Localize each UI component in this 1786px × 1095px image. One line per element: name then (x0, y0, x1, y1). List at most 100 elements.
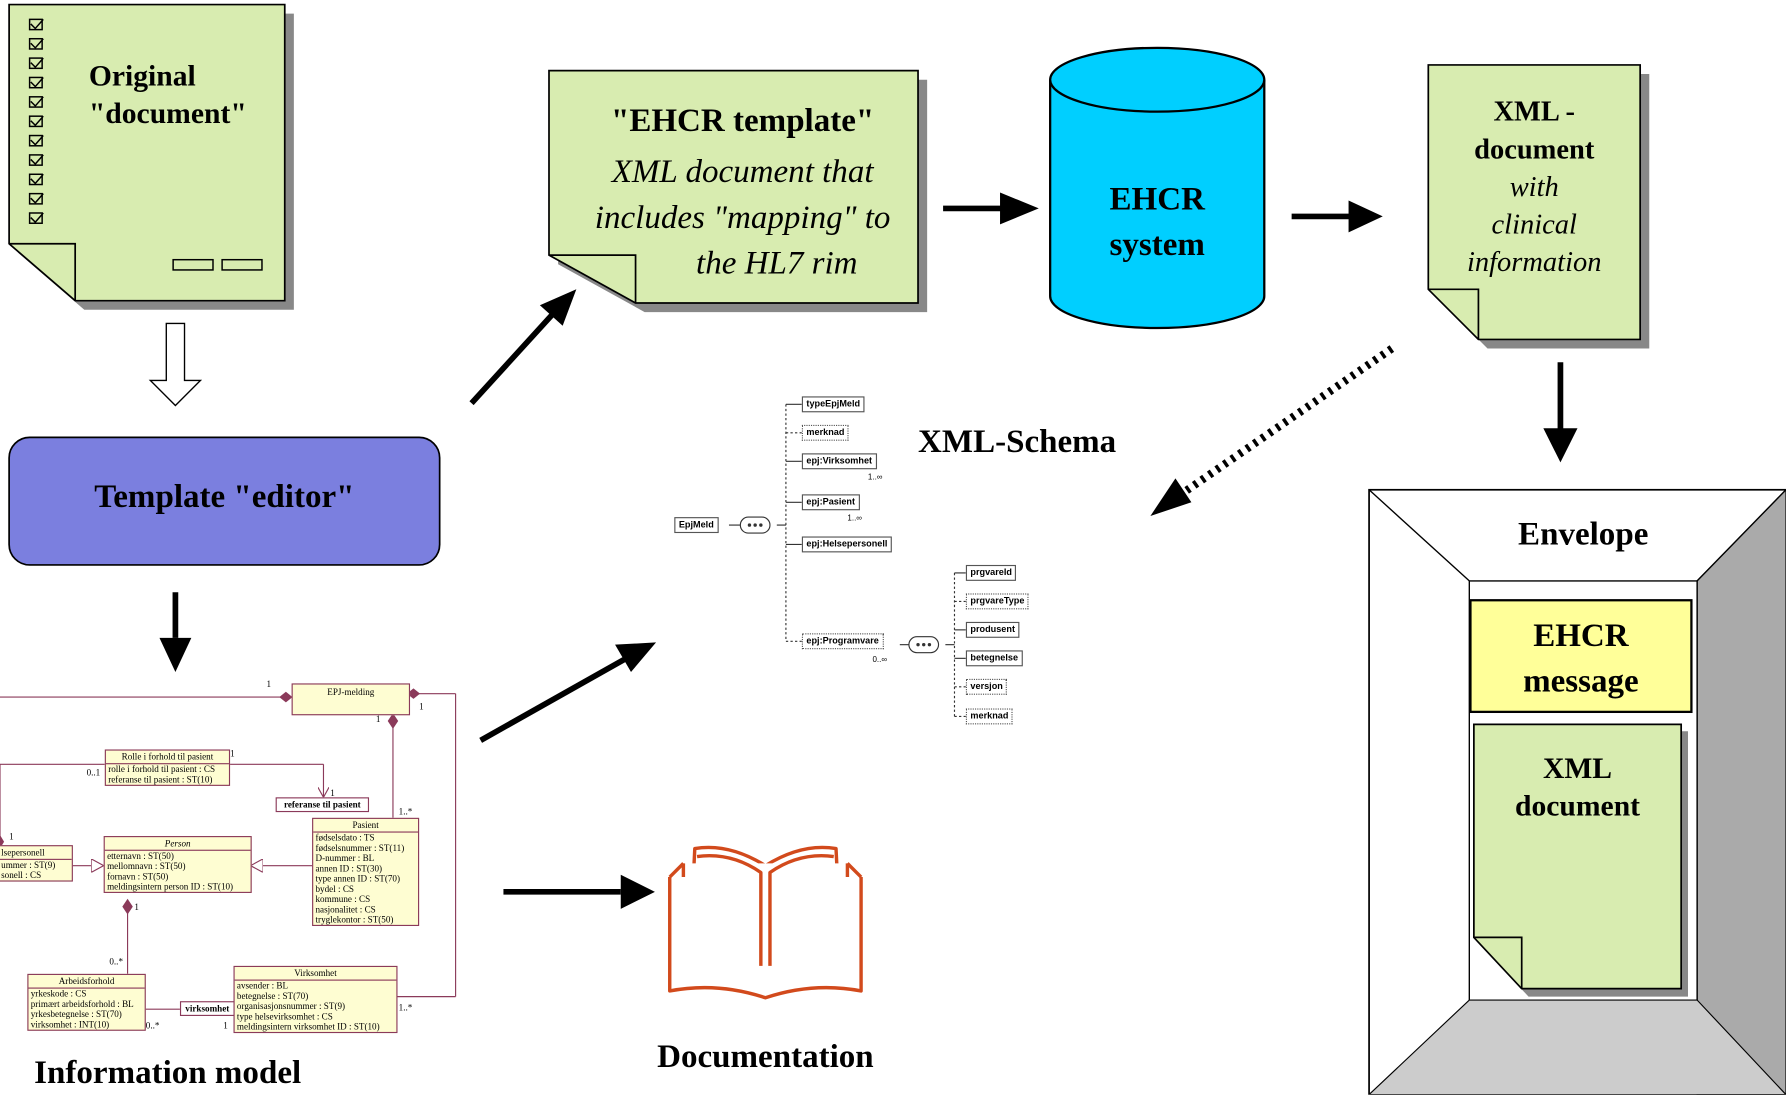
uml-attr: mellomnavn : ST(50) (107, 861, 186, 872)
uml-class-virksomhet: Virksomhet avsender : BL betegnelse : ST… (233, 965, 398, 1034)
schema-node: epj:Programvare (801, 633, 884, 650)
uml-class-pasient: Pasient fødselsdato : TS fødselsnummer :… (312, 817, 420, 927)
original-document-shape (8, 3, 294, 310)
uml-pasient-title: Pasient (313, 819, 419, 833)
schema-node: typeEpjMeld (801, 396, 865, 413)
schema-node: merknad (965, 708, 1013, 725)
uml-multiplicity: 0..1 (86, 767, 101, 778)
uml-class-rolle: Rolle i forhold til pasient rolle i forh… (104, 749, 231, 786)
uml-attr: sonell : CS (1, 870, 42, 881)
uml-attr: D-nummer : BL (315, 853, 375, 864)
schema-node: epj:Virksomhet (801, 453, 877, 470)
uml-attr: fødselsnummer : ST(11) (315, 842, 405, 854)
uml-attr: virksomhet : INT(10) (30, 1019, 110, 1030)
xml-document-line1: XML - (1493, 96, 1575, 128)
uml-multiplicity: 1 (375, 714, 381, 725)
uml-attr: nasjonalitet : CS (315, 904, 376, 915)
uml-multiplicity: 1 (330, 788, 335, 799)
uml-multiplicity: 1 (419, 701, 424, 712)
template-editor-shape (8, 436, 441, 566)
xml-document-line5: information (1466, 247, 1602, 278)
uml-attr: annen ID : ST(30) (315, 863, 383, 874)
uml-attr: kommune : CS (315, 894, 371, 905)
ehcr-message-label: EHCR message (1470, 613, 1691, 704)
envelope-xml-line1: XML (1542, 751, 1613, 785)
uml-multiplicity: 1 (266, 678, 272, 690)
envelope-xml-document-label: XML document (1474, 749, 1681, 824)
uml-referanse-title: referanse til pasient (283, 799, 361, 810)
uml-rolle-title: Rolle i forhold til pasient (105, 751, 229, 765)
uml-attr: organisasjonsnummer : ST(9) (236, 1001, 346, 1012)
uml-attr: primært arbeidsforhold : BL (30, 998, 134, 1010)
uml-lines (0, 688, 457, 1010)
flow-arrows (172, 205, 1564, 895)
uml-epj-title: EPJ-melding (327, 686, 375, 698)
uml-arbeidsforhold-title: Arbeidsforhold (28, 975, 145, 989)
ehcr-template-line1: XML document that (611, 153, 874, 191)
uml-multiplicity: 0..* (109, 956, 124, 968)
envelope-shape (1368, 488, 1786, 1095)
information-model-caption: Information model (34, 1054, 302, 1092)
schema-cardinality: 1..∞ (867, 473, 883, 482)
uml-multiplicity: 1 (9, 831, 14, 842)
uml-attr: type annen ID : ST(70) (315, 873, 401, 884)
uml-attr: meldingsintern virksomhet ID : ST(10) (236, 1021, 380, 1032)
hollow-down-arrow (148, 322, 203, 407)
uml-multiplicity: 1 (230, 748, 235, 759)
uml-attr: type helsevirksomhet : CS (236, 1011, 333, 1022)
schema-node: prgvareId (965, 564, 1017, 581)
ehcr-message-line1: EHCR (1533, 617, 1629, 654)
uml-multiplicity: 1..* (398, 806, 413, 817)
ehcr-template-line3: the HL7 rim (696, 244, 858, 282)
uml-attr: yrkeskode : CS (30, 988, 87, 999)
schema-node: epj:Pasient (801, 494, 860, 511)
schema-node: versjon (965, 678, 1008, 695)
uml-multiplicity: 1..* (398, 1002, 413, 1013)
ehcr-system-line2: system (1109, 226, 1205, 264)
dotted-arrow (1175, 345, 1395, 500)
original-document-line1: Original (88, 59, 196, 93)
xml-document-top-label: XML - document with clinical information (1428, 93, 1640, 281)
schema-node: prgvareType (965, 593, 1030, 610)
uml-attr: avsender : BL (236, 980, 289, 991)
template-editor-label: Template "editor" (94, 478, 355, 515)
xml-document-shape (1427, 64, 1650, 349)
ehcr-system-cylinder (1049, 46, 1266, 330)
uml-virksomhet-qual-title: virksomhet (185, 1003, 230, 1014)
envelope-label: Envelope (1518, 515, 1649, 553)
uml-person-title: Person (104, 837, 251, 851)
uml-multiplicity: 1 (134, 902, 139, 913)
xml-schema-title: XML-Schema (918, 423, 1117, 461)
original-document-line2: "document" (88, 96, 247, 130)
ehcr-template-title: "EHCR template" (610, 102, 875, 139)
xml-document-line4: clinical (1491, 209, 1577, 241)
uml-attr: tryglekontor : ST(50) (315, 914, 394, 925)
uml-class-helsepersonell: lsepersonell ummer : ST(9) sonell : CS (0, 845, 73, 882)
schema-cardinality: 1..∞ (847, 514, 862, 523)
uml-qualifier-referanse: referanse til pasient (275, 797, 370, 813)
schema-node: produsent (965, 621, 1020, 638)
uml-attr: referanse til pasient : ST(10) (108, 774, 213, 785)
uml-attr: etternavn : ST(50) (107, 850, 174, 862)
documentation-label: Documentation (657, 1038, 874, 1076)
schema-node: betegnelse (965, 650, 1023, 667)
book-icon (668, 845, 863, 1000)
xml-document-line3: with (1509, 171, 1559, 203)
uml-attr: fornavn : ST(50) (107, 871, 169, 882)
uml-class-person: Person etternavn : ST(50) mellomnavn : S… (103, 836, 252, 893)
ehcr-system-label: EHCR system (1050, 177, 1264, 268)
uml-attr: ummer : ST(9) (1, 859, 56, 871)
schema-node: merknad (801, 424, 849, 441)
ehcr-template-label: "EHCR template" XML document that includ… (549, 103, 936, 286)
original-document-label: Original "document" (89, 57, 247, 132)
checkbox-icons (28, 18, 44, 224)
uml-attr: bydel : CS (315, 883, 354, 895)
ehcr-system-line1: EHCR (1109, 181, 1205, 218)
envelope-xml-line2: document (1514, 789, 1641, 823)
schema-root-node: EpjMeld (674, 517, 719, 534)
uml-class-arbeidsforhold: Arbeidsforhold yrkeskode : CS primært ar… (27, 973, 146, 1031)
uml-attr: rolle i forhold til pasient : CS (108, 764, 216, 775)
uml-attr: fødselsdato : TS (315, 832, 375, 843)
schema-node: epj:Helsepersonell (801, 536, 892, 553)
